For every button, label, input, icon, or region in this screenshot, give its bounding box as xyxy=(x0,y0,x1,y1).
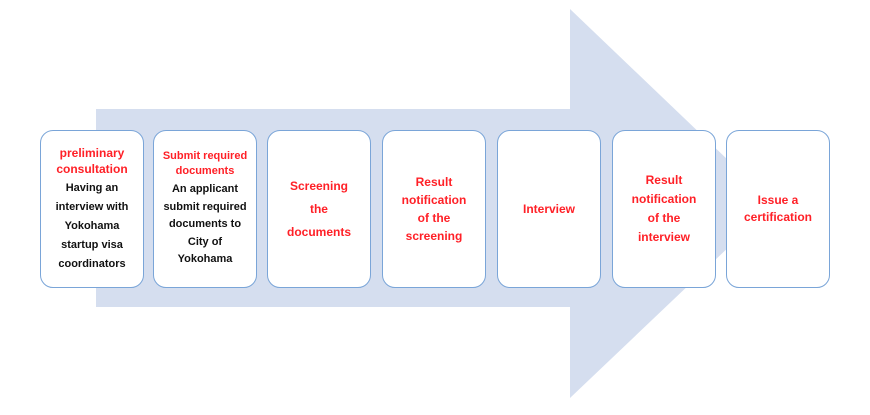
step-title: Result notification of the interview xyxy=(631,173,697,244)
step-title: Interview xyxy=(522,202,576,216)
step-submit-required-documents: Submit required documents An applicant s… xyxy=(153,130,257,288)
step-result-notification-interview: Result notification of the interview xyxy=(612,130,716,288)
step-screening-documents: Screening the documents xyxy=(267,130,371,288)
step-result-notification-screening: Result notification of the screening xyxy=(382,130,486,288)
step-description: An applicant submit required documents t… xyxy=(163,183,247,266)
step-title: Submit required documents xyxy=(162,150,248,178)
step-preliminary-consultation: preliminary consultation Having an inter… xyxy=(40,130,144,288)
step-title: preliminary consultation xyxy=(56,145,128,176)
step-description: Having an interview with Yokohama startu… xyxy=(55,181,129,270)
step-interview: Interview xyxy=(497,130,601,288)
step-title: Issue a certification xyxy=(743,193,812,224)
step-title: Screening the documents xyxy=(286,178,351,239)
step-issue-certification: Issue a certification xyxy=(726,130,830,288)
step-title: Result notification of the screening xyxy=(401,175,467,243)
